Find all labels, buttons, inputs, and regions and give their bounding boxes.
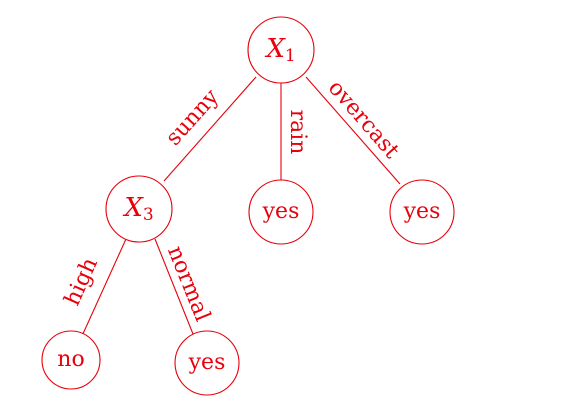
edge-label-high: high — [60, 254, 103, 309]
leaf-rain-label: yes — [262, 199, 300, 224]
node-root-label: X1 — [264, 34, 295, 66]
node-root-circle — [247, 16, 315, 84]
edge-high — [81, 238, 127, 337]
leaf-high-circle — [41, 330, 101, 390]
edge-overcast — [305, 76, 401, 185]
leaf-high-label: no — [57, 347, 84, 372]
leaf-overcast-yes: yes — [389, 179, 455, 245]
leaf-rain-yes: yes — [248, 179, 314, 245]
node-root: X1 — [247, 16, 315, 84]
leaf-overcast-label: yes — [403, 199, 441, 224]
leaf-normal-label: yes — [188, 350, 226, 375]
edge-sunny — [163, 76, 257, 182]
edge-label-sunny: sunny — [161, 84, 224, 150]
leaf-rain-circle — [248, 179, 314, 245]
edge-normal — [154, 238, 194, 335]
leaf-normal-circle — [174, 330, 240, 396]
node-x3: X3 — [105, 175, 173, 243]
edge-label-overcast: overcast — [323, 76, 404, 164]
node-x3-label: X3 — [122, 193, 153, 225]
edge-label-normal: normal — [162, 243, 215, 326]
leaf-overcast-circle — [389, 179, 455, 245]
edge-label-rain: rain — [285, 110, 310, 155]
leaf-normal-yes: yes — [174, 330, 240, 396]
leaf-high-no: no — [41, 330, 101, 390]
node-x3-circle — [105, 175, 173, 243]
